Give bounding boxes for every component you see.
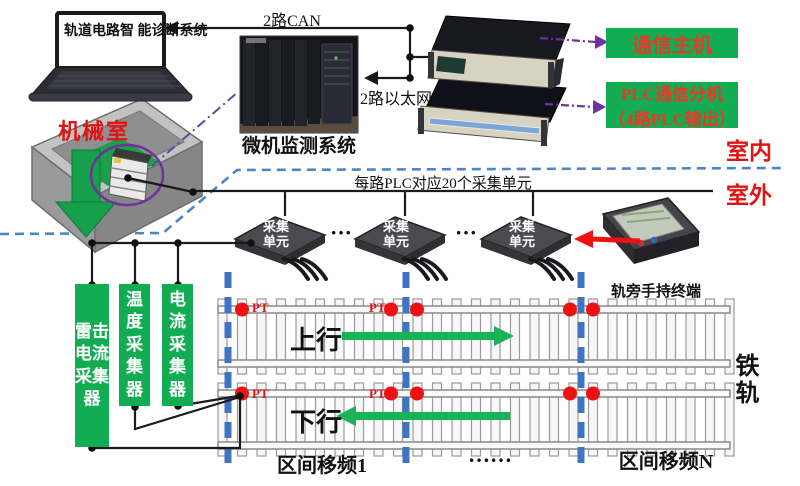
can-link-label: 2路CAN bbox=[263, 13, 321, 30]
plc-extension-label-line1: PLC通信分机 bbox=[621, 85, 723, 104]
handheld-terminal bbox=[601, 197, 701, 264]
sections-ellipsis: …… bbox=[468, 442, 512, 467]
pt-point-dots bbox=[235, 302, 600, 401]
acq-unit-3-line2: 单元 bbox=[508, 234, 535, 249]
plc-extension-label-line2: （4路PLC输出） bbox=[608, 110, 736, 129]
ethernet-link-label: 2路以太网 bbox=[360, 91, 433, 108]
room-to-bus-line bbox=[127, 176, 194, 194]
monitoring-system-photo bbox=[239, 35, 359, 134]
laptop-label-line1: 轨道电路智 bbox=[64, 24, 134, 39]
acquisition-unit-device bbox=[353, 216, 448, 281]
monitor-system-label: 微机监测系统 bbox=[241, 136, 356, 157]
arrowhead-to-laptop bbox=[164, 21, 178, 35]
laptop-screen-label: 轨道电路智 能诊断系统 bbox=[64, 22, 208, 41]
acq-unit-label-2: 采集 单元 bbox=[372, 219, 420, 249]
pt-label-down-2: PT bbox=[369, 386, 386, 401]
acquisition-units bbox=[233, 216, 574, 281]
comm-host-device bbox=[427, 15, 571, 89]
laptop-label-line2: 能诊断系统 bbox=[137, 24, 208, 39]
comm-host-label: 通信主机 bbox=[632, 34, 712, 57]
indoor-label: 室内 bbox=[726, 139, 772, 164]
highlight-circle bbox=[89, 143, 165, 207]
device-label-links bbox=[539, 35, 608, 114]
room-to-monitor-link-line bbox=[151, 91, 239, 167]
acq-unit-label-3: 采集 单元 bbox=[498, 219, 546, 249]
arrowhead-to-monitor bbox=[364, 71, 378, 85]
acq-unit-1-line1: 采集 bbox=[262, 219, 289, 234]
handheld-label: 轨旁手持终端 bbox=[610, 284, 701, 300]
comm-host-box: 通信主机 bbox=[606, 28, 738, 58]
units-ellipsis-1: ··· bbox=[330, 220, 353, 245]
down-direction-arrow-icon bbox=[336, 406, 510, 426]
plc-extension-box: PLC通信分机 （4路PLC输出） bbox=[606, 82, 738, 129]
section-1-label: 区间移频1 bbox=[277, 455, 367, 477]
rails bbox=[217, 305, 731, 450]
acq-unit-2-line1: 采集 bbox=[382, 219, 409, 234]
collector-wiring bbox=[90, 241, 251, 285]
acq-unit-2-line2: 单元 bbox=[382, 234, 409, 249]
pt-label-up-1: PT bbox=[252, 300, 269, 315]
rail-label: 铁轨 bbox=[735, 354, 760, 407]
acq-unit-label-1: 采集 单元 bbox=[252, 219, 300, 249]
outdoor-label: 室外 bbox=[726, 183, 772, 208]
indoor-rack-device bbox=[108, 148, 152, 202]
up-line-label: 上行 bbox=[290, 326, 343, 355]
down-line-label: 下行 bbox=[290, 408, 343, 437]
pt-label-up-2: PT bbox=[369, 300, 386, 315]
railway-tracks bbox=[217, 272, 735, 470]
collector-current-box: 电流采集器 bbox=[162, 284, 193, 406]
machine-room-label: 机械室 bbox=[58, 119, 131, 144]
handheld-to-unit-arrow bbox=[574, 230, 641, 248]
units-ellipsis-2: ··· bbox=[455, 220, 478, 245]
machine-room-building bbox=[30, 98, 204, 254]
acq-unit-1-line2: 单元 bbox=[262, 234, 289, 249]
plc-extension-device bbox=[417, 77, 567, 146]
plc-bus-lines bbox=[193, 189, 713, 216]
acquisition-unit-device bbox=[233, 216, 328, 281]
laptop bbox=[28, 11, 193, 102]
collector-lightning-box: 雷击电流采集器 bbox=[75, 284, 109, 447]
up-direction-arrow-icon bbox=[342, 326, 514, 346]
section-boundary-marks bbox=[224, 272, 585, 470]
pt-label-down-1: PT bbox=[252, 386, 269, 401]
acq-unit-3-line1: 采集 bbox=[508, 219, 535, 234]
collector-temperature-box: 温度采集器 bbox=[119, 284, 150, 406]
section-n-label: 区间移频N bbox=[618, 451, 714, 473]
plc-bus-label: 每路PLC对应20个采集单元 bbox=[354, 176, 532, 192]
acquisition-unit-device bbox=[479, 216, 574, 281]
